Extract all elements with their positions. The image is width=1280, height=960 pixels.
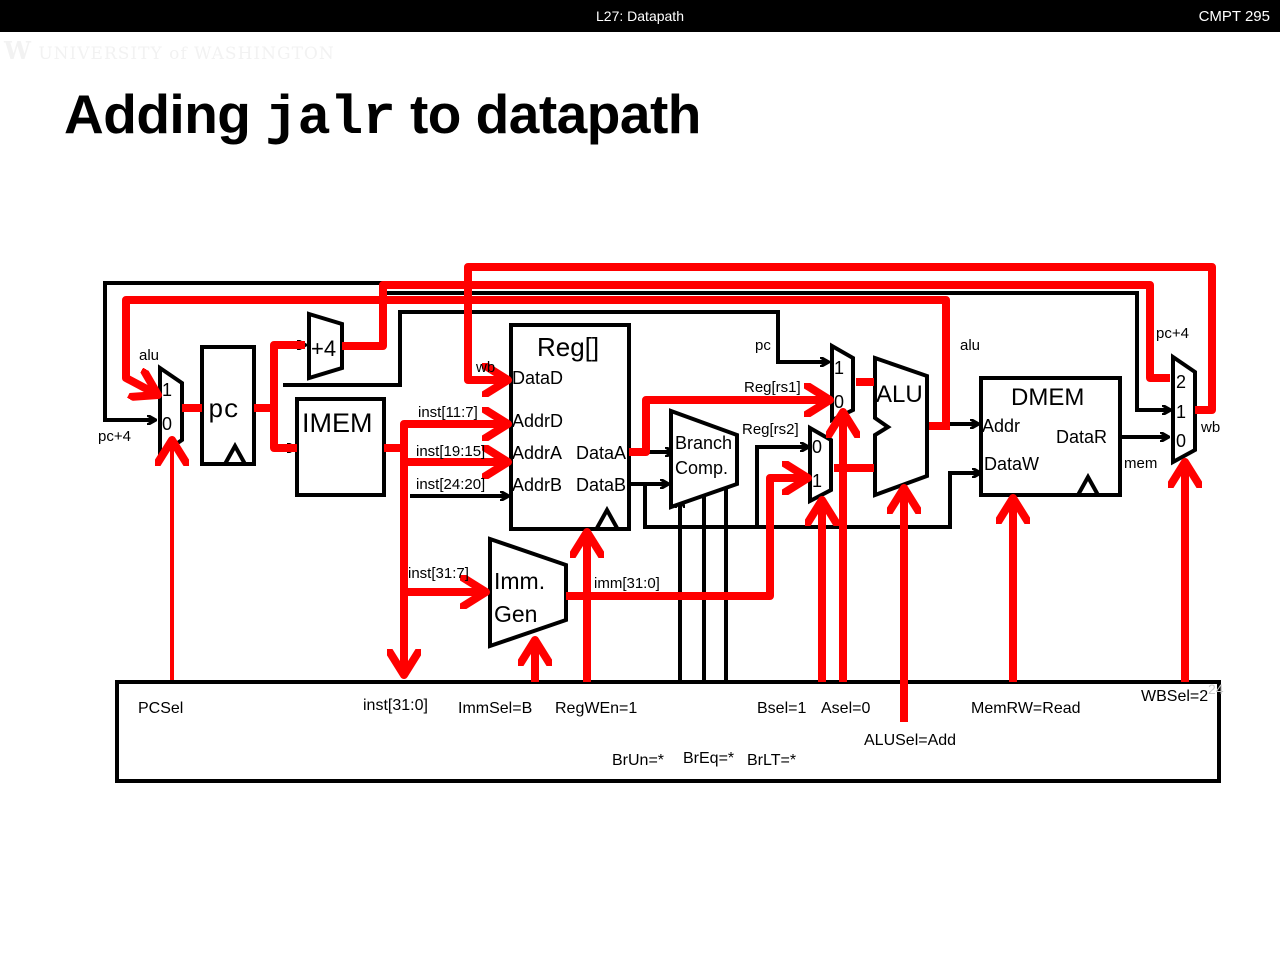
- wire-imm-to-bmux: [566, 478, 808, 600]
- wire-pc-out: [254, 341, 305, 412]
- port-dataa: DataA: [576, 443, 626, 463]
- port-addra: AddrA: [512, 443, 562, 463]
- wb-mux: [1171, 353, 1197, 466]
- wire-rs2-to-bmux: [755, 447, 808, 527]
- w-logo-icon: W: [4, 36, 32, 65]
- imm-gen-label-2: Gen: [494, 601, 537, 627]
- reg-clock-icon: [595, 505, 619, 529]
- b-mux-in-1: 1: [812, 471, 822, 491]
- top-bar: L27: Datapath CMPT 295: [0, 0, 1280, 32]
- a-mux-in-0: 0: [834, 392, 844, 412]
- control-inst: inst[31:0]: [363, 697, 428, 714]
- port-datab: DataB: [576, 475, 626, 495]
- title-suffix: to datapath: [395, 83, 701, 145]
- active-wires: [122, 263, 1216, 722]
- signal-inst-19-15: inst[19:15]: [416, 443, 485, 460]
- control-alusel: ALUSel=Add: [864, 732, 956, 749]
- signal-imm: imm[31:0]: [594, 575, 660, 592]
- wb-mux-in-2: 2: [1176, 372, 1186, 392]
- control-bsel: Bsel=1: [757, 700, 806, 717]
- wire-pc4-feedback: [103, 281, 383, 420]
- imm-gen-label-1: Imm.: [494, 568, 545, 594]
- imem-block: [295, 397, 386, 497]
- wire-imem-out: [384, 424, 508, 452]
- signal-reg-rs1: Reg[rs1]: [744, 379, 801, 396]
- imem-label: IMEM: [302, 408, 373, 438]
- signal-alu-left: alu: [139, 347, 159, 364]
- signal-alu-right: alu: [960, 337, 980, 354]
- pc-clock-icon: [223, 441, 247, 465]
- b-mux-in-0: 0: [812, 437, 822, 457]
- wb-mux-in-1: 1: [1176, 402, 1186, 422]
- control-memrw: MemRW=Read: [971, 700, 1081, 717]
- control-pcsel: PCSel: [138, 700, 183, 717]
- dmem-block: [979, 376, 1122, 497]
- branch-label-2: Comp.: [675, 458, 728, 478]
- signal-pc4-left: pc+4: [98, 428, 131, 445]
- pc-mux-in-0: 0: [162, 414, 172, 434]
- alu-block: [873, 355, 929, 498]
- logo-text: UNIVERSITY of WASHINGTON: [38, 44, 335, 64]
- wire-alu-to-pcmux: [122, 296, 950, 424]
- control-signals: PCSel inst[31:0] ImmSel=B RegWEn=1 BrUn=…: [138, 688, 1208, 769]
- control-wbsel: WBSel=2: [1141, 688, 1208, 705]
- slide-title: Adding jalr to datapath: [64, 82, 701, 150]
- dmem-clock-icon: [1076, 472, 1100, 496]
- signal-wb-top: wb: [475, 359, 495, 376]
- wb-mux-in-0: 0: [1176, 431, 1186, 451]
- plus4-label: +4: [311, 336, 336, 361]
- imm-gen: [488, 536, 568, 649]
- wire-plus4-out: [342, 281, 1170, 382]
- branch-comparator: [669, 408, 739, 510]
- wire-wb-loop: [464, 263, 1216, 414]
- lecture-title: L27: Datapath: [596, 8, 684, 24]
- pc-label: pc: [208, 395, 239, 425]
- wire-pc-to-amux: [283, 310, 828, 387]
- signal-inst-11-7: inst[11:7]: [418, 404, 478, 421]
- a-mux-in-1: 1: [834, 358, 844, 378]
- port-datar: DataR: [1056, 427, 1107, 447]
- signal-mem: mem: [1124, 455, 1157, 472]
- course-label: CMPT 295: [1198, 8, 1270, 25]
- control-brlt: BrLT=*: [747, 752, 796, 769]
- title-code: jalr: [265, 87, 396, 150]
- signal-pc4-right: pc+4: [1156, 325, 1189, 342]
- branch-label-1: Branch: [675, 433, 732, 453]
- title-prefix: Adding: [64, 83, 266, 145]
- control-asel: Asel=0: [821, 700, 870, 717]
- control-immsel: ImmSel=B: [458, 700, 532, 717]
- control-brun: BrUn=*: [612, 752, 664, 769]
- signal-inst-31-7: inst[31:7]: [408, 565, 469, 582]
- control-breq: BrEq=*: [683, 750, 734, 767]
- pc-mux-in-1: 1: [162, 380, 172, 400]
- port-dataw: DataW: [984, 454, 1039, 474]
- port-addrd: AddrD: [512, 411, 563, 431]
- port-addrb: AddrB: [512, 475, 562, 495]
- university-logo: W UNIVERSITY of WASHINGTON: [4, 36, 335, 65]
- port-datad: DataD: [512, 368, 563, 388]
- signal-inst-24-20: inst[24:20]: [416, 476, 485, 493]
- port-addr: Addr: [982, 416, 1020, 436]
- blocks: [115, 311, 1221, 783]
- signal-wb-right: wb: [1200, 419, 1220, 436]
- alu-label: ALU: [876, 381, 923, 408]
- slide-number: 24: [1208, 681, 1224, 697]
- wire-dataa-amux: [629, 400, 830, 456]
- dmem-label: DMEM: [1011, 384, 1084, 411]
- control-regwen: RegWEn=1: [555, 700, 637, 717]
- plus4-adder: [307, 311, 344, 381]
- control-logic-box: [115, 680, 1221, 783]
- wire-pc-to-imem-red: [270, 408, 297, 452]
- signal-reg-rs2: Reg[rs2]: [742, 421, 799, 438]
- wire-pc4-to-wb1: [383, 291, 1170, 410]
- signal-pc-amux: pc: [755, 337, 771, 354]
- reg-label: Reg[]: [537, 332, 599, 362]
- wire-datab-down: [643, 473, 980, 529]
